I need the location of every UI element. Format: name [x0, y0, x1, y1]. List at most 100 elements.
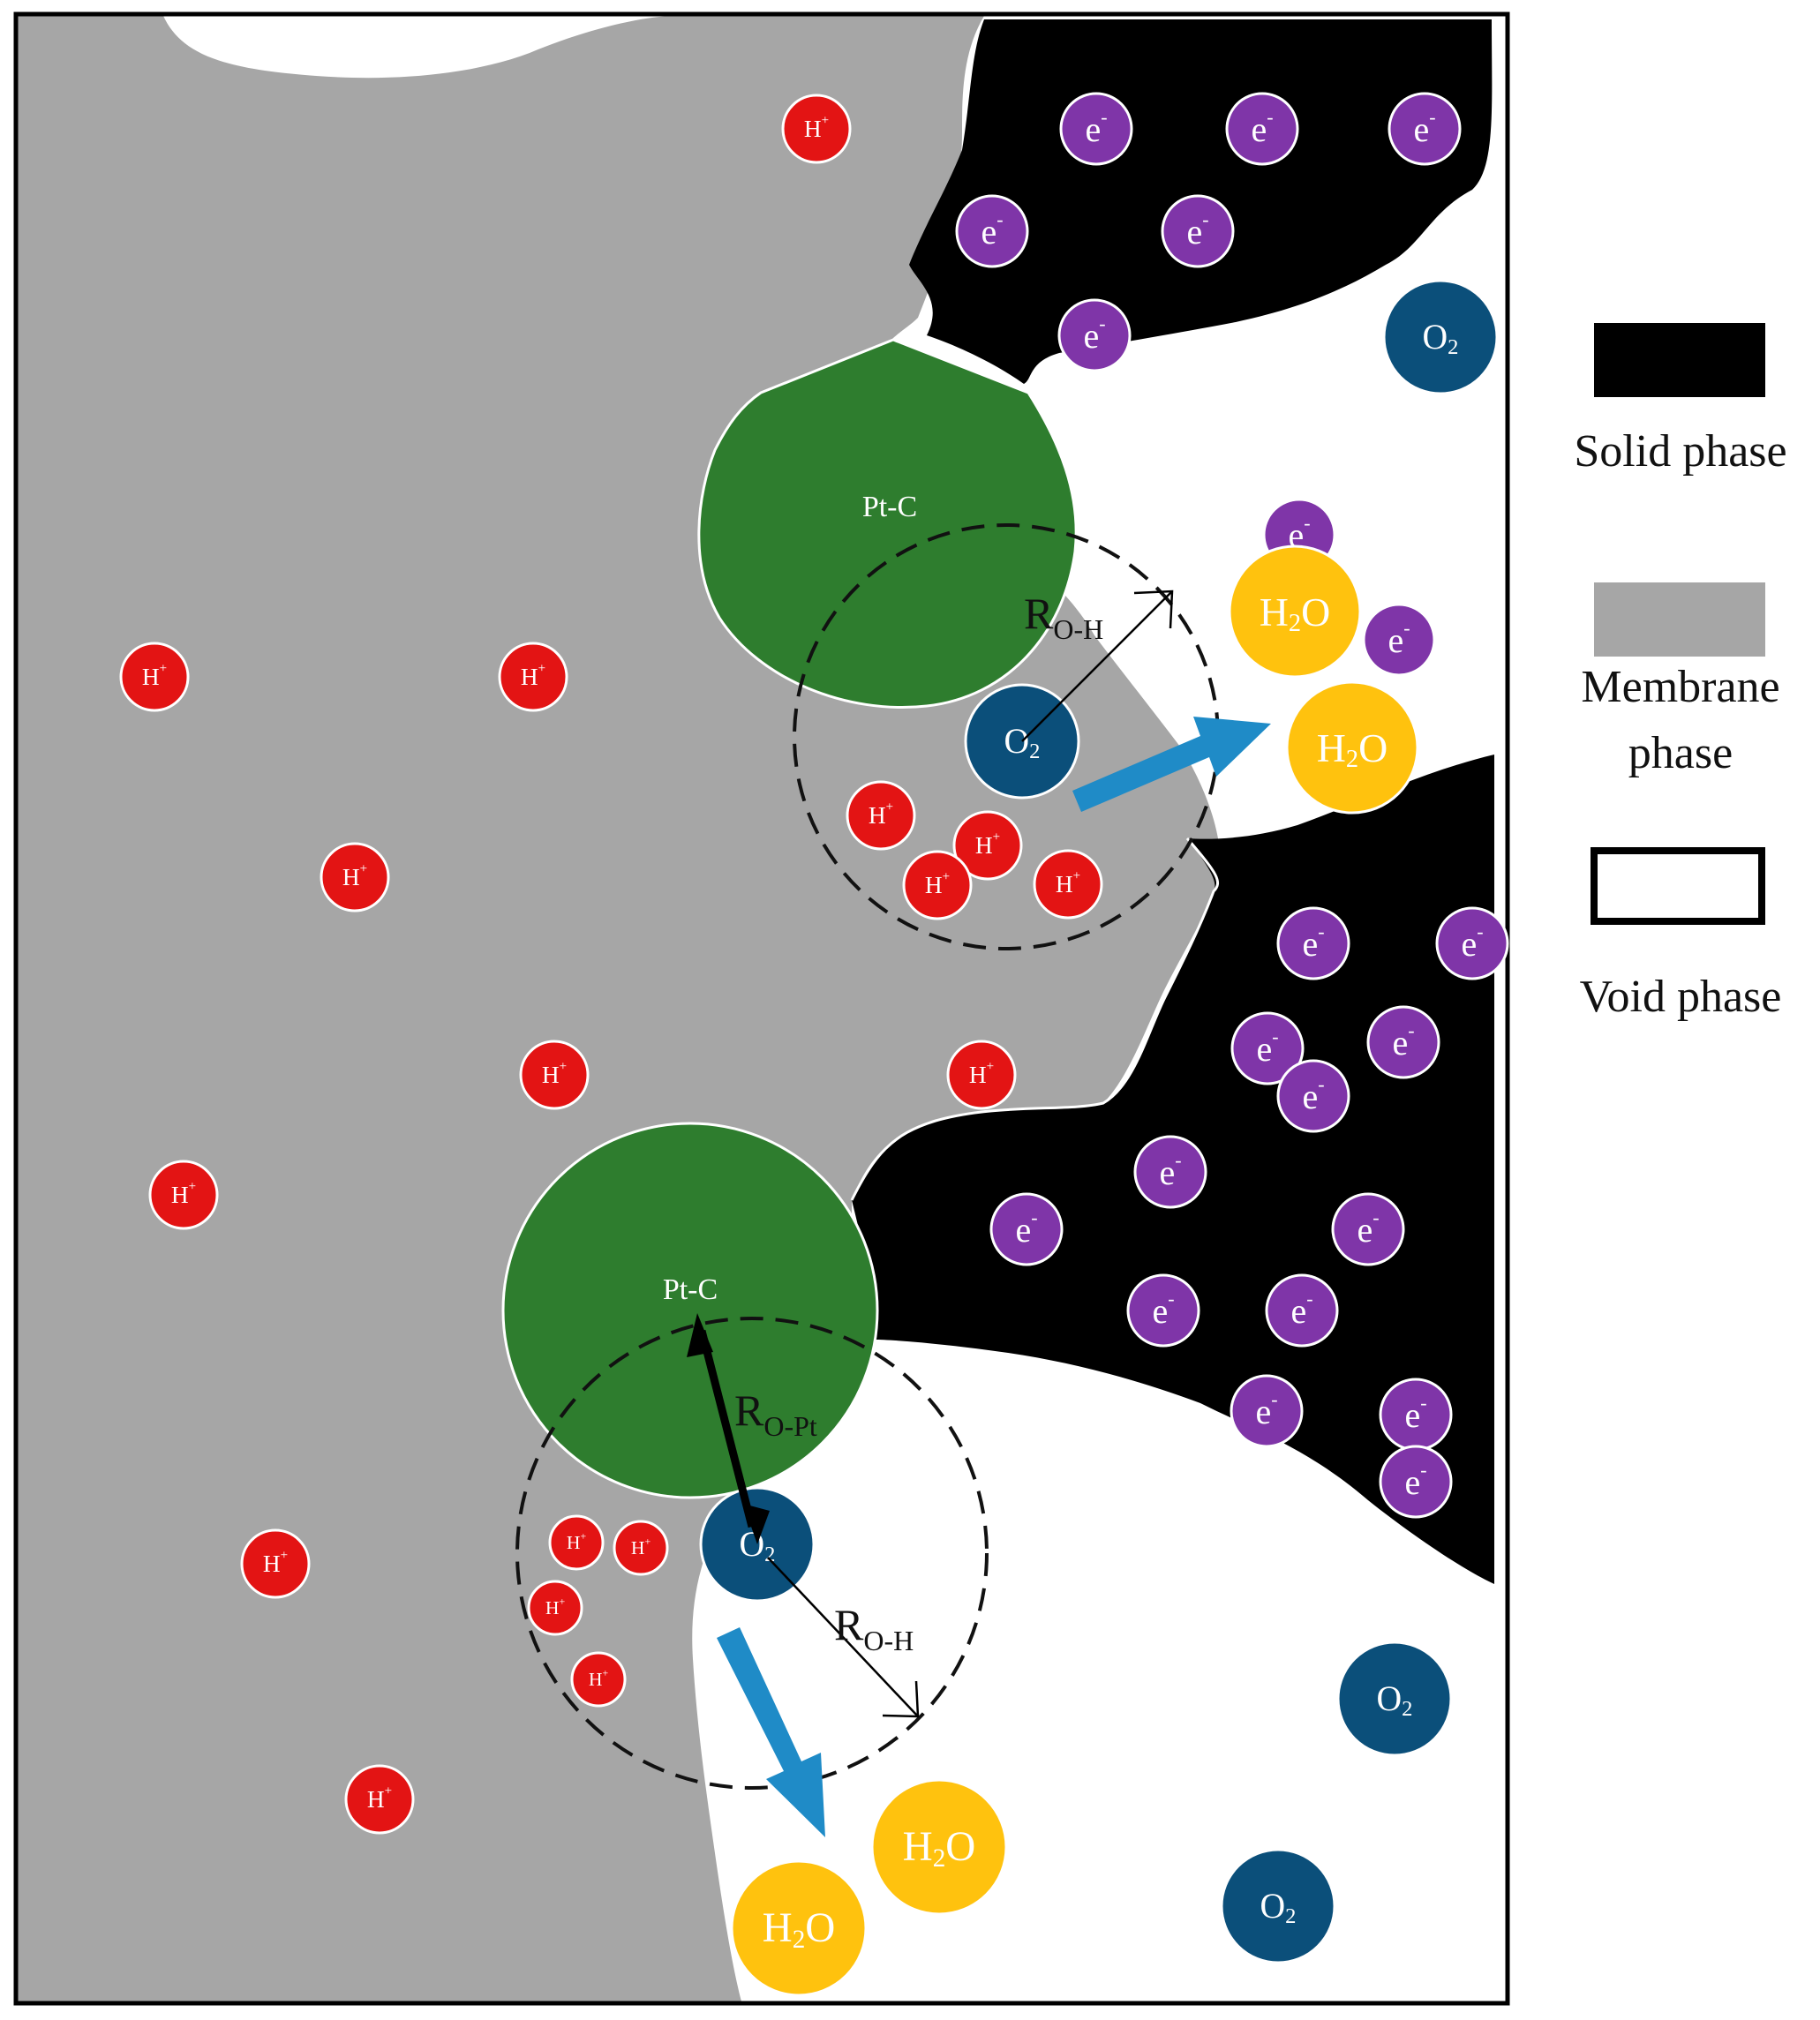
electron-16-label: e- [1015, 1206, 1037, 1250]
legend-swatch-void [1591, 847, 1765, 925]
electron-20-label: e- [1404, 1392, 1426, 1435]
electron-8-label: e- [1388, 617, 1410, 660]
proton-6-label: H+ [969, 1059, 994, 1088]
legend-label-membrane-line1: Membrane [1581, 662, 1779, 712]
radius-label-o-h-lower-main: R [834, 1600, 864, 1649]
radius-label-o-h-upper-sub: O-H [1053, 613, 1103, 645]
oxygen-molecule-5-circle [1220, 1848, 1336, 1964]
proton-7-circle [148, 1160, 219, 1230]
electron-10: e- [1435, 906, 1509, 980]
water-molecule-1: H2O [1228, 544, 1362, 679]
proton-2-circle [119, 642, 190, 712]
electron-15-label: e- [1357, 1206, 1379, 1250]
electron-13: e- [1276, 1059, 1350, 1133]
legend-swatch-membrane [1594, 582, 1765, 657]
electron-10-label: e- [1461, 920, 1483, 964]
proton-8: H+ [240, 1528, 311, 1599]
electron-17-label: e- [1152, 1288, 1174, 1331]
oxygen-molecule-5-label: O2 [1260, 1887, 1297, 1928]
proton-5-circle [519, 1040, 590, 1110]
electron-17: e- [1126, 1273, 1200, 1348]
proton-2-label: H+ [142, 661, 167, 690]
radius-label-o-pt-main: R [734, 1385, 764, 1435]
proton-14-circle [548, 1514, 605, 1571]
proton-4: H+ [320, 842, 390, 912]
proton-17-circle [570, 1651, 627, 1708]
electron-14-label: e- [1159, 1149, 1181, 1192]
pt-c-label-upper: Pt-C [862, 491, 917, 523]
pt-c-catalyst-upper: Pt-C [697, 338, 1078, 709]
electron-9: e- [1276, 906, 1350, 980]
electron-4: e- [955, 194, 1029, 268]
electron-1-circle [1059, 92, 1133, 166]
oxygen-molecule-5: O2 [1220, 1848, 1336, 1964]
oxygen-molecule-4-label: O2 [1377, 1679, 1413, 1721]
radius-o-h-lower [767, 1557, 920, 1718]
electron-11: e- [1230, 1011, 1305, 1085]
electron-21-circle [1379, 1445, 1453, 1519]
proton-14-label: H+ [567, 1529, 587, 1553]
electron-5-circle [1161, 194, 1235, 268]
transport-arrow-lower [717, 1627, 825, 1837]
proton-1-label: H+ [804, 113, 829, 142]
water-molecule-4: H2O [730, 1859, 868, 1997]
electron-15: e- [1331, 1192, 1405, 1266]
radius-arrowhead-o-pt-top [687, 1313, 713, 1357]
oxygen-molecule-4: O2 [1336, 1641, 1453, 1757]
electron-18: e- [1265, 1273, 1339, 1348]
electron-5: e- [1161, 194, 1235, 268]
legend-label-solid: Solid phase [1574, 426, 1786, 477]
water-molecule-2-circle [1285, 680, 1419, 815]
electron-14-circle [1133, 1135, 1207, 1209]
proton-10: H+ [846, 780, 916, 851]
radius-line-o-pt [697, 1329, 756, 1528]
pt-c-label-lower: Pt-C [663, 1273, 718, 1306]
electron-18-circle [1265, 1273, 1339, 1348]
proton-11: H+ [952, 810, 1023, 881]
pt-c-catalyst-lower: Pt-C [501, 1122, 879, 1499]
radius-line-o-h-upper [1021, 590, 1173, 742]
proton-15-label: H+ [631, 1535, 651, 1558]
electron-17-circle [1126, 1273, 1200, 1348]
proton-17: H+ [570, 1651, 627, 1708]
proton-13-circle [1033, 849, 1103, 920]
proton-6-circle [946, 1040, 1017, 1110]
proton-6: H+ [946, 1040, 1017, 1110]
electron-19-circle [1230, 1374, 1304, 1448]
electron-2-circle [1225, 92, 1299, 166]
water-molecule-3-circle [870, 1778, 1008, 1916]
electron-19-label: e- [1255, 1388, 1277, 1431]
proton-8-circle [240, 1528, 311, 1599]
proton-8-label: H+ [263, 1548, 288, 1577]
electron-1: e- [1059, 92, 1133, 166]
electron-3-circle [1388, 92, 1462, 166]
radius-label-o-h-upper: RO-H [1024, 589, 1103, 645]
electron-6: e- [1057, 298, 1132, 372]
water-molecule-3: H2O [870, 1778, 1008, 1916]
electron-5-label: e- [1186, 208, 1208, 252]
proton-7: H+ [148, 1160, 219, 1230]
electron-9-circle [1276, 906, 1350, 980]
reaction-zone-lower [515, 1317, 989, 1790]
legend-label-membrane-line2: phase [1628, 728, 1733, 778]
electron-15-circle [1331, 1192, 1405, 1266]
proton-10-circle [846, 780, 916, 851]
proton-16-label: H+ [545, 1595, 566, 1618]
proton-15: H+ [613, 1520, 669, 1576]
proton-3-circle [498, 642, 568, 712]
electron-4-label: e- [981, 208, 1003, 252]
electron-19: e- [1230, 1374, 1304, 1448]
electron-13-label: e- [1302, 1073, 1324, 1116]
proton-17-label: H+ [589, 1666, 609, 1690]
proton-9-label: H+ [367, 1783, 392, 1813]
electron-21-label: e- [1404, 1459, 1426, 1502]
electron-11-label: e- [1256, 1025, 1278, 1069]
legend: Solid phase Membrane phase Void phase [1574, 323, 1787, 1022]
oxygen-molecule-1-label: O2 [1423, 318, 1459, 359]
proton-1-circle [781, 94, 852, 164]
proton-14: H+ [548, 1514, 605, 1571]
radius-arrowhead-o-pt-bottom [743, 1504, 770, 1544]
